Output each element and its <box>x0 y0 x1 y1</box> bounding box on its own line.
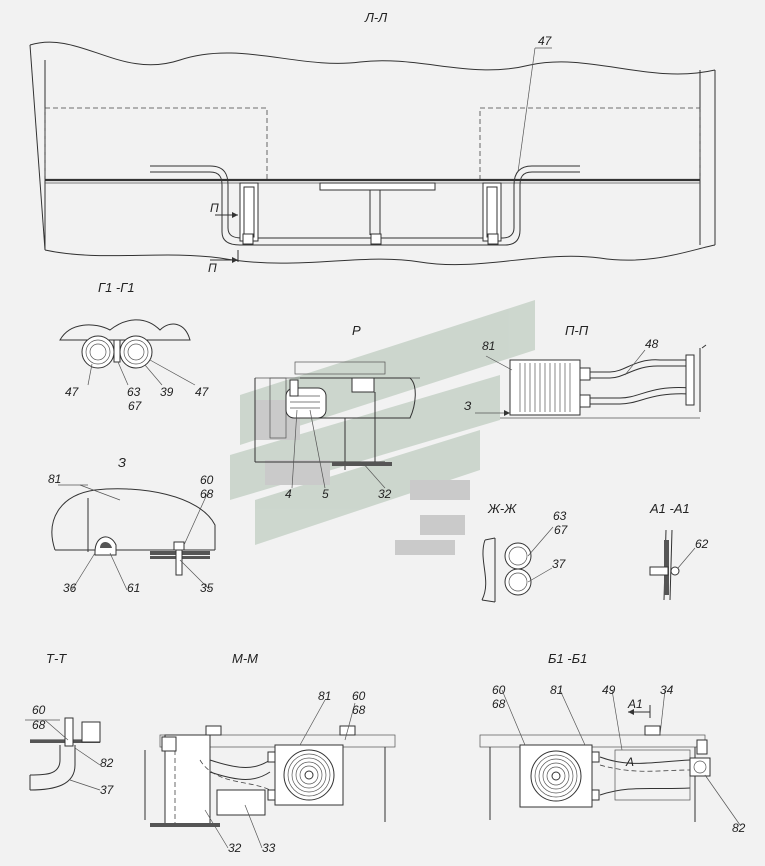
view-P: Р 4 5 32 <box>254 323 420 501</box>
P-label-4: 4 <box>285 487 292 501</box>
B1-label-60: 60 <box>492 683 506 697</box>
section-G1G1: Г1 -Г1 47 63 67 39 47 <box>59 280 210 413</box>
MM-label-60: 60 <box>352 689 366 703</box>
section-MM: М-М 81 60 68 32 33 <box>144 651 396 855</box>
Z-label-35: 35 <box>200 581 214 595</box>
B1-label-82: 82 <box>732 821 746 835</box>
PP-label-48: 48 <box>645 337 659 351</box>
view-Z-title: З <box>118 455 126 470</box>
Z-label-60: 60 <box>200 473 214 487</box>
G1-label-39: 39 <box>160 385 174 399</box>
TT-label-82: 82 <box>100 756 114 770</box>
G1-label-63: 63 <box>127 385 141 399</box>
G1-label-67: 67 <box>128 399 143 413</box>
section-B1B1-title: Б1 -Б1 <box>548 651 587 666</box>
B1-label-49: 49 <box>602 683 616 697</box>
marker-P-bottom: П <box>208 261 217 275</box>
section-LL: Л-Л П П <box>29 10 716 275</box>
marker-P-top: П <box>210 201 219 215</box>
Z-label-68: 68 <box>200 487 214 501</box>
section-A1A1-title: А1 -А1 <box>649 501 690 516</box>
MM-label-32: 32 <box>228 841 242 855</box>
TT-label-37: 37 <box>100 783 115 797</box>
MM-label-33: 33 <box>262 841 276 855</box>
ZhZh-label-63: 63 <box>553 509 567 523</box>
section-B1B1: Б1 -Б1 60 68 81 49 34 А1 А 8 <box>479 651 746 835</box>
MM-label-68: 68 <box>352 703 366 717</box>
view-P-title: Р <box>352 323 361 338</box>
A1-label-62: 62 <box>695 537 709 551</box>
Z-label-36: 36 <box>63 581 77 595</box>
TT-label-68: 68 <box>32 718 46 732</box>
B1-label-81: 81 <box>550 683 563 697</box>
P-label-32: 32 <box>378 487 392 501</box>
radiator-fins <box>519 363 571 412</box>
section-LL-title: Л-Л <box>364 10 387 25</box>
B1-label-68: 68 <box>492 697 506 711</box>
Z-label-61: 61 <box>127 581 140 595</box>
ZhZh-label-67: 67 <box>554 523 569 537</box>
MM-label-81: 81 <box>318 689 331 703</box>
ZhZh-label-37: 37 <box>552 557 567 571</box>
B1-label-A1: А1 <box>627 697 643 711</box>
section-MM-title: М-М <box>232 651 258 666</box>
section-TT-title: Т-Т <box>46 651 67 666</box>
TT-label-60: 60 <box>32 703 46 717</box>
section-ZhZh: Ж-Ж 63 67 37 <box>481 501 569 603</box>
PP-label-Z: З <box>464 399 472 413</box>
G1-label-47a: 47 <box>65 385 80 399</box>
section-PP: П-П 81 48 З <box>464 323 707 419</box>
section-G1G1-title: Г1 -Г1 <box>98 280 135 295</box>
section-PP-title: П-П <box>565 323 589 338</box>
P-label-5: 5 <box>322 487 329 501</box>
Z-label-81: 81 <box>48 472 61 486</box>
G1-label-47b: 47 <box>195 385 210 399</box>
B1-label-A: А <box>625 755 634 769</box>
callout-47: 47 <box>538 34 553 48</box>
PP-label-81: 81 <box>482 339 495 353</box>
section-ZhZh-title: Ж-Ж <box>487 501 517 516</box>
section-A1A1: А1 -А1 62 <box>649 501 709 601</box>
section-TT: Т-Т 60 68 82 37 <box>25 651 115 797</box>
view-Z: З 81 60 68 36 61 35 <box>48 455 216 595</box>
B1-label-34: 34 <box>660 683 674 697</box>
